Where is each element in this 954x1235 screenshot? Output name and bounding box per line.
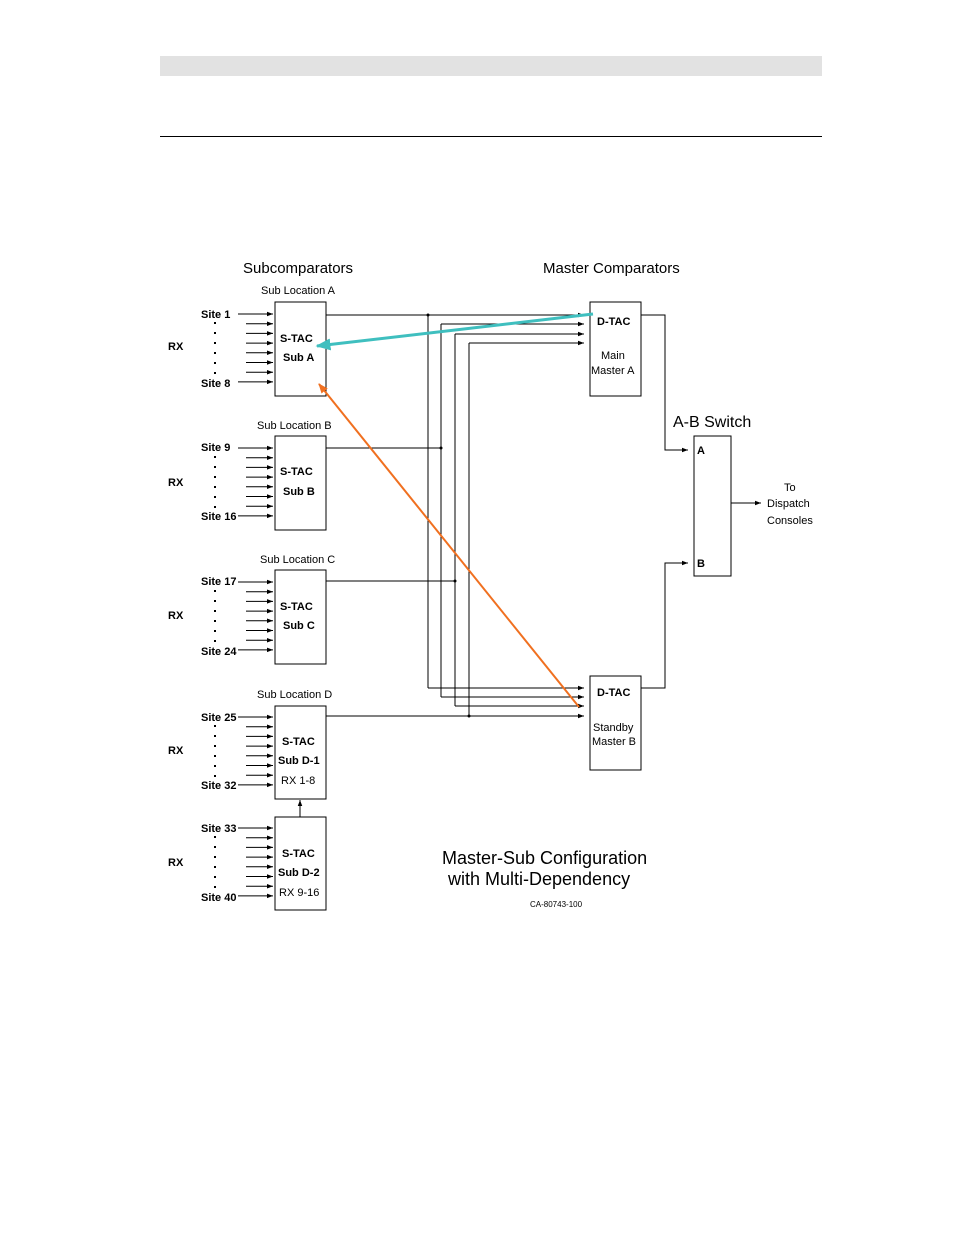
rx-label-a: RX bbox=[168, 341, 184, 353]
teal-annotation-arrow bbox=[315, 312, 594, 351]
master-b-line2: Standby bbox=[593, 722, 634, 734]
sub-d1-line2: Sub D-1 bbox=[278, 755, 320, 767]
rx-ellipsis-dot-a-3 bbox=[214, 342, 216, 344]
sub-d2-line3: RX 9-16 bbox=[279, 887, 319, 899]
master-b-line1: D-TAC bbox=[597, 687, 630, 699]
rx-ellipsis-dot-a-1 bbox=[214, 322, 216, 324]
rx-ellipsis-dot-d1-5 bbox=[214, 765, 216, 767]
sub-b-line2: Sub B bbox=[283, 486, 315, 498]
master-b-box bbox=[589, 675, 642, 771]
rx-ellipsis-dot-c-1 bbox=[214, 590, 216, 592]
output-line1: To bbox=[784, 482, 796, 494]
rx-ellipsis-dot-c-6 bbox=[214, 640, 216, 642]
rx-ellipsis-dot-c-2 bbox=[214, 600, 216, 602]
sub-b-box bbox=[274, 435, 327, 531]
switch-port-b: B bbox=[697, 558, 705, 570]
sub-d2-line2: Sub D-2 bbox=[278, 867, 320, 879]
wire-master-a-to-switch bbox=[641, 314, 688, 453]
site-label-d1-first: Site 25 bbox=[201, 712, 236, 724]
rx-ellipsis-dot-a-6 bbox=[214, 372, 216, 374]
rx-ellipsis-dot-d1-1 bbox=[214, 725, 216, 727]
sub-c-box bbox=[274, 569, 327, 665]
caption-line2: with Multi-Dependency bbox=[447, 869, 630, 889]
ab-switch-title: A-B Switch bbox=[673, 414, 751, 431]
rx-ellipsis-dot-a-2 bbox=[214, 332, 216, 334]
site-label-d2-first: Site 33 bbox=[201, 823, 236, 835]
sub-a-line1: S-TAC bbox=[280, 333, 313, 345]
rx-ellipsis-dot-d1-2 bbox=[214, 735, 216, 737]
rx-ellipsis-dot-d2-5 bbox=[214, 876, 216, 878]
sub-a-box bbox=[274, 301, 327, 397]
rx-ellipsis-dot-c-5 bbox=[214, 630, 216, 632]
sub-location-c-label: Sub Location C bbox=[260, 554, 335, 566]
sub-d1-line3: RX 1-8 bbox=[281, 775, 315, 787]
rx-label-b: RX bbox=[168, 477, 184, 489]
sub-b-line1: S-TAC bbox=[280, 466, 313, 478]
rx-ellipsis-dot-d2-1 bbox=[214, 836, 216, 838]
sub-d2-box bbox=[274, 816, 327, 911]
caption-line1: Master-Sub Configuration bbox=[442, 848, 647, 868]
rx-ellipsis-dot-b-5 bbox=[214, 496, 216, 498]
sub-location-a-label: Sub Location A bbox=[261, 285, 336, 297]
site-label-d2-last: Site 40 bbox=[201, 892, 236, 904]
master-a-box bbox=[589, 301, 642, 397]
output-line3: Consoles bbox=[767, 515, 813, 527]
ab-switch-box bbox=[693, 435, 732, 577]
rx-ellipsis-dot-b-6 bbox=[214, 506, 216, 508]
rx-ellipsis-dot-a-4 bbox=[214, 352, 216, 354]
master-a-line2: Main bbox=[601, 350, 625, 362]
sub-d1-line1: S-TAC bbox=[282, 736, 315, 748]
rx-ellipsis-dot-d1-4 bbox=[214, 755, 216, 757]
subcomparators-title: Subcomparators bbox=[243, 260, 353, 277]
header-rule bbox=[160, 136, 822, 137]
rx-ellipsis-dot-b-1 bbox=[214, 456, 216, 458]
rx-label-d1: RX bbox=[168, 745, 184, 757]
site-label-a-first: Site 1 bbox=[201, 309, 230, 321]
site-label-c-last: Site 24 bbox=[201, 646, 237, 658]
document-id: CA-80743-100 bbox=[530, 900, 583, 909]
site-label-c-first: Site 17 bbox=[201, 576, 236, 588]
master-comparators-title: Master Comparators bbox=[543, 260, 680, 277]
rx-ellipsis-dot-d2-4 bbox=[214, 866, 216, 868]
rx-input-lines bbox=[214, 311, 273, 899]
rx-ellipsis-dot-b-3 bbox=[214, 476, 216, 478]
sub-d1-box bbox=[274, 705, 327, 800]
rx-ellipsis-dot-d1-3 bbox=[214, 745, 216, 747]
rx-ellipsis-dot-d2-2 bbox=[214, 846, 216, 848]
rx-ellipsis-dot-c-4 bbox=[214, 620, 216, 622]
sub-location-b-label: Sub Location B bbox=[257, 420, 332, 432]
rx-ellipsis-dot-d2-3 bbox=[214, 856, 216, 858]
rx-ellipsis-dot-b-4 bbox=[214, 486, 216, 488]
rx-label-d2: RX bbox=[168, 857, 184, 869]
rx-ellipsis-dot-c-3 bbox=[214, 610, 216, 612]
site-label-a-last: Site 8 bbox=[201, 378, 230, 390]
site-label-d1-last: Site 32 bbox=[201, 780, 236, 792]
header-bar bbox=[160, 56, 822, 76]
master-a-line1: D-TAC bbox=[597, 316, 630, 328]
output-line2: Dispatch bbox=[767, 498, 810, 510]
orange-annotation-arrow bbox=[318, 383, 580, 708]
rx-ellipsis-dot-b-2 bbox=[214, 466, 216, 468]
sub-c-line1: S-TAC bbox=[280, 601, 313, 613]
switch-port-a: A bbox=[697, 445, 705, 457]
wire-master-b-to-switch bbox=[641, 560, 688, 689]
sub-d2-line1: S-TAC bbox=[282, 848, 315, 860]
rx-ellipsis-dot-a-5 bbox=[214, 362, 216, 364]
rx-label-c: RX bbox=[168, 610, 184, 622]
sub-location-d-label: Sub Location D bbox=[257, 689, 332, 701]
site-label-b-last: Site 16 bbox=[201, 511, 236, 523]
master-a-line3: Master A bbox=[591, 365, 635, 377]
sub-c-line2: Sub C bbox=[283, 620, 315, 632]
sub-a-line2: Sub A bbox=[283, 352, 314, 364]
site-label-b-first: Site 9 bbox=[201, 442, 230, 454]
master-b-line3: Master B bbox=[592, 736, 636, 748]
rx-ellipsis-dot-d1-6 bbox=[214, 775, 216, 777]
rx-ellipsis-dot-d2-6 bbox=[214, 886, 216, 888]
